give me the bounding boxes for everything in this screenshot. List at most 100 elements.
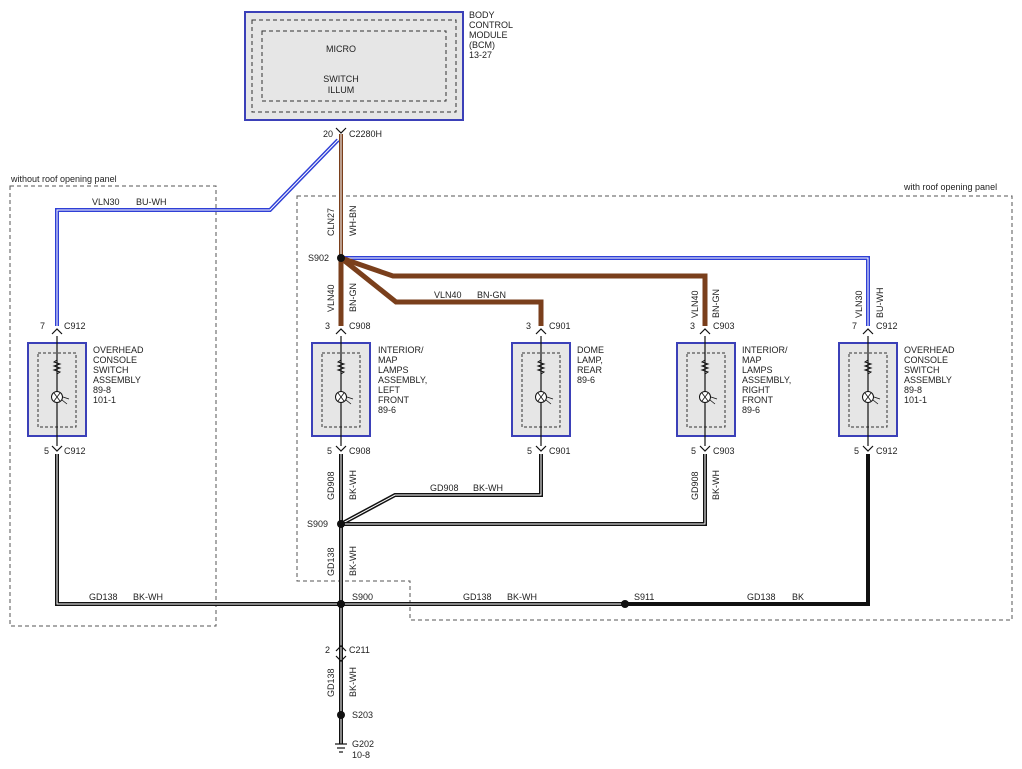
connector-chevron-icon — [535, 328, 547, 335]
bcm-title: BODY CONTROL MODULE (BCM) 13-27 — [469, 10, 513, 60]
splice-s902 — [337, 254, 345, 262]
resistor-icon — [536, 359, 546, 375]
component-inner-box — [686, 352, 726, 428]
wire-gd138-bottom-color: BK-WH — [348, 667, 358, 697]
component-top-connector: C908 — [349, 321, 371, 331]
wire-cln27-circuit: CLN27 — [326, 208, 336, 236]
connector-chevron-icon — [535, 445, 547, 452]
light-rays-icon — [545, 396, 554, 405]
component-map-lamps-right-front: 3 C903 5 C903 INTERIOR/ MAP LAMPS ASSEMB… — [676, 321, 791, 456]
component-overhead-console-left: 7 C912 5 C912 OVERHEAD CONSOLE SWITCH AS… — [27, 321, 144, 456]
component-dome-lamp-rear: 3 C901 5 C901 DOME LAMP, REAR 89-6 — [511, 321, 604, 456]
component-bottom-connector: C901 — [549, 446, 571, 456]
component-top-pin: 7 — [40, 321, 45, 331]
wire-gd908-dome — [340, 454, 543, 526]
component-bottom-connector: C908 — [349, 446, 371, 456]
component-top-pin: 7 — [852, 321, 857, 331]
component-label-line: RIGHT — [742, 385, 771, 395]
component-bottom-connector: C903 — [713, 446, 735, 456]
wire-vln40-right-circuit: VLN40 — [690, 290, 700, 318]
connector-chevron-icon — [335, 328, 347, 335]
region-with-roof-outline — [296, 195, 1013, 621]
wire-gd908-left-circuit: GD908 — [326, 471, 336, 500]
bcm-inner-box — [251, 19, 457, 113]
component-label-line: FRONT — [742, 395, 773, 405]
splice-s909 — [337, 520, 345, 528]
wire-gd138-s911-circuit: GD138 — [463, 592, 492, 602]
component-label-line: SWITCH — [904, 365, 940, 375]
bcm-title-line: (BCM) — [469, 40, 495, 50]
component-label-line: 89-8 — [93, 385, 111, 395]
connector-chevron-icon — [862, 445, 874, 452]
c211-chevron-top — [335, 645, 347, 652]
ground-icon — [335, 743, 347, 753]
connector-chevron-icon — [51, 445, 63, 452]
component-label-line: 101-1 — [93, 395, 116, 405]
bcm-title-line: CONTROL — [469, 20, 513, 30]
component-label-line: ASSEMBLY, — [378, 375, 427, 385]
c211-chevron-bottom — [335, 655, 347, 662]
component-bottom-pin: 5 — [44, 446, 49, 456]
connector-chevron-icon — [51, 328, 63, 335]
wire-vln40-left-color: BN-GN — [348, 283, 358, 312]
light-rays-icon — [345, 396, 354, 405]
wire-vln30-right-circuit: VLN30 — [854, 290, 864, 318]
light-rays-icon — [709, 396, 718, 405]
component-top-pin: 3 — [325, 321, 330, 331]
c211-label: C211 — [349, 645, 370, 655]
wire-gd908-right-circuit: GD908 — [690, 471, 700, 500]
splice-s203-label: S203 — [352, 710, 373, 720]
component-top-pin: 3 — [690, 321, 695, 331]
wire-gd908-dome-color: BK-WH — [473, 483, 503, 493]
bcm-title-line: 13-27 — [469, 50, 492, 60]
ground-name: G202 — [352, 739, 374, 749]
splice-s902-label: S902 — [308, 253, 329, 263]
component-overhead-console-right: 7 C912 5 C912 OVERHEAD CONSOLE SWITCH AS… — [838, 321, 955, 456]
bcm-title-line: MODULE — [469, 30, 508, 40]
wire-vln40-dome-color: BN-GN — [477, 290, 506, 300]
wire-vln40-dome-circuit: VLN40 — [434, 290, 462, 300]
component-bottom-pin: 5 — [527, 446, 532, 456]
wire-gd138-right-circuit: GD138 — [747, 592, 776, 602]
component-top-pin: 3 — [526, 321, 531, 331]
component-top-connector: C903 — [713, 321, 735, 331]
splice-s911 — [621, 600, 629, 608]
wire-vln30-left-circuit: VLN30 — [92, 197, 120, 207]
component-label-line: ASSEMBLY — [93, 375, 141, 385]
component-label-line: 89-6 — [742, 405, 760, 415]
component-bottom-pin: 5 — [854, 446, 859, 456]
wire-gd138-bottom-circuit: GD138 — [326, 668, 336, 697]
component-label-line: REAR — [577, 365, 603, 375]
ground-ref: 10-8 — [352, 750, 370, 760]
bcm-micro-box — [261, 30, 447, 102]
connector-chevron-icon — [862, 328, 874, 335]
splice-s203 — [337, 711, 345, 719]
resistor-icon — [863, 359, 873, 375]
wire-vln40-left-circuit: VLN40 — [326, 284, 336, 312]
component-top-connector: C901 — [549, 321, 571, 331]
bcm-connector-label: C2280H — [349, 129, 382, 139]
wire-gd138-right — [625, 454, 870, 606]
component-label-line: CONSOLE — [93, 355, 137, 365]
region-without-roof-outline — [9, 185, 217, 627]
component-label-line: LEFT — [378, 385, 401, 395]
component-bottom-pin: 5 — [327, 446, 332, 456]
resistor-icon — [336, 359, 346, 375]
c211-pin: 2 — [325, 645, 330, 655]
component-label-line: SWITCH — [93, 365, 129, 375]
splice-s911-label: S911 — [634, 592, 654, 602]
wire-vln30-left — [55, 138, 340, 326]
component-label-line: LAMPS — [742, 365, 773, 375]
wire-vln40-dome — [339, 256, 544, 326]
resistor-icon — [52, 359, 62, 375]
bcm-illum-label: ILLUM — [328, 85, 355, 95]
wire-gd138-s911-color: BK-WH — [507, 592, 537, 602]
component-map-lamps-left-front: 3 C908 5 C908 INTERIOR/ MAP LAMPS ASSEMB… — [311, 321, 427, 456]
component-label-line: MAP — [378, 355, 398, 365]
bcm-module: MICRO SWITCH ILLUM — [244, 11, 464, 121]
component-label-line: INTERIOR/ — [378, 345, 424, 355]
bcm-pin-chevron — [335, 127, 347, 134]
wire-vln40-right-color: BN-GN — [711, 289, 721, 318]
splice-s900 — [337, 600, 345, 608]
